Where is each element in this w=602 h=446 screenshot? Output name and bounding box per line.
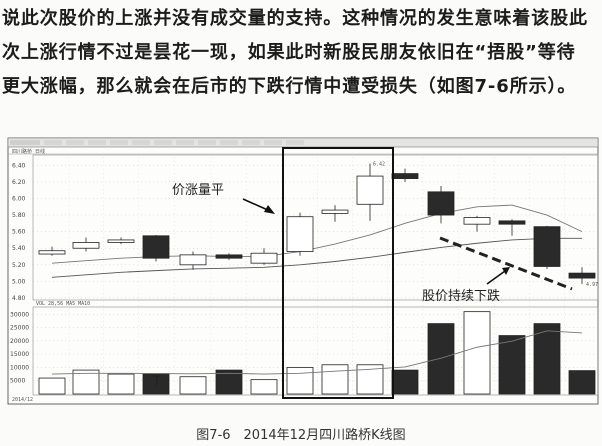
volume-tick-label: 30000	[10, 311, 29, 318]
annotation-arrow-rise	[242, 198, 271, 212]
volume-bar-up	[321, 364, 349, 395]
volume-bar-up	[463, 311, 491, 395]
volume-bar-up	[250, 379, 278, 395]
volume-bar-up	[286, 367, 314, 395]
price-tick-label: 5.20	[12, 262, 26, 269]
arrow-head-icon	[502, 267, 510, 275]
volume-header-text: VOL 28,56 MA5 MA10	[36, 301, 90, 307]
min-price-label: 4.97	[586, 282, 598, 288]
candle-up	[356, 175, 384, 205]
volume-tick-label: 20000	[10, 338, 29, 345]
arrow-head-icon	[264, 205, 275, 214]
candle-up	[321, 209, 349, 214]
annotation-arrow-fall	[486, 270, 506, 285]
volume-ma-line	[51, 330, 583, 375]
volume-tick-label: 15000	[10, 351, 29, 358]
price-tick-label: 4.80	[12, 295, 26, 302]
volume-tick-label: 5000	[10, 378, 25, 385]
date-axis-label: 2014/12	[12, 397, 33, 403]
price-tick-label: 5.60	[12, 229, 26, 236]
candle-up	[250, 252, 278, 264]
candle-up	[38, 250, 66, 255]
volume-mark: T	[152, 375, 161, 390]
price-tick-label: 5.40	[12, 245, 26, 252]
text-line-2: 次上涨行情不过是昙花一现，如果此时新股民朋友依旧在“捂股”等待	[2, 42, 576, 63]
annotation-price-rise: 价涨量平	[172, 183, 224, 198]
price-tick-label: 6.00	[12, 195, 26, 202]
candle-down	[215, 254, 243, 259]
candle-up	[463, 217, 491, 225]
candle-down	[498, 220, 526, 225]
volume-bar-down	[533, 323, 561, 395]
price-tick-label: 6.40	[12, 162, 26, 169]
chart-header-text: 四川路桥 日线	[12, 148, 45, 155]
annotation-price-fall: 股价持续下跌	[422, 288, 500, 304]
max-price-label: 6.42	[373, 162, 385, 168]
volume-bar-up	[72, 369, 100, 395]
volume-tick-label: 10000	[10, 364, 29, 371]
volume-tick-label: 25000	[10, 325, 29, 332]
volume-bar-down	[568, 370, 596, 395]
candle-up	[179, 254, 207, 266]
candle-up	[72, 242, 100, 249]
highlight-box	[282, 147, 394, 399]
price-tick-label: 6.20	[12, 179, 26, 186]
volume-bar-up	[179, 376, 207, 395]
downtrend-dashed-line	[439, 236, 573, 291]
price-tick-label: 5.80	[12, 212, 26, 219]
volume-bar-down	[391, 369, 419, 395]
volume-bar-up	[107, 373, 135, 395]
text-line-1: 说此次股价的上涨并没有成交量的支持。这种情况的发生意味着该股此	[2, 8, 588, 29]
price-tick-label: 5.00	[12, 278, 26, 285]
candle-down	[427, 191, 455, 216]
ma-long-line	[51, 237, 582, 278]
candle-down	[391, 173, 419, 179]
candle-down	[142, 235, 170, 259]
candle-down	[533, 226, 561, 267]
candle-down	[568, 272, 596, 279]
volume-bar-down	[215, 369, 243, 395]
volume-bar-up	[38, 377, 66, 395]
ma-short-line	[51, 204, 583, 264]
toolbar-buttons	[10, 140, 304, 145]
candle-up	[286, 216, 314, 252]
body-paragraph: 说此次股价的上涨并没有成交量的支持。这种情况的发生意味着该股此 次上涨行情不过是…	[2, 2, 600, 104]
volume-bar-down	[427, 323, 455, 395]
candle-up	[107, 239, 135, 243]
price-panel	[32, 154, 599, 301]
volume-bar-down	[498, 335, 526, 395]
volume-panel	[32, 306, 599, 396]
figure-caption: 图7-6 2014年12月四川路桥K线图	[196, 428, 406, 443]
text-line-3: 更大涨幅，那么就会在后市的下跌行情中遭受损失（如图7-6所示）。	[2, 76, 577, 97]
